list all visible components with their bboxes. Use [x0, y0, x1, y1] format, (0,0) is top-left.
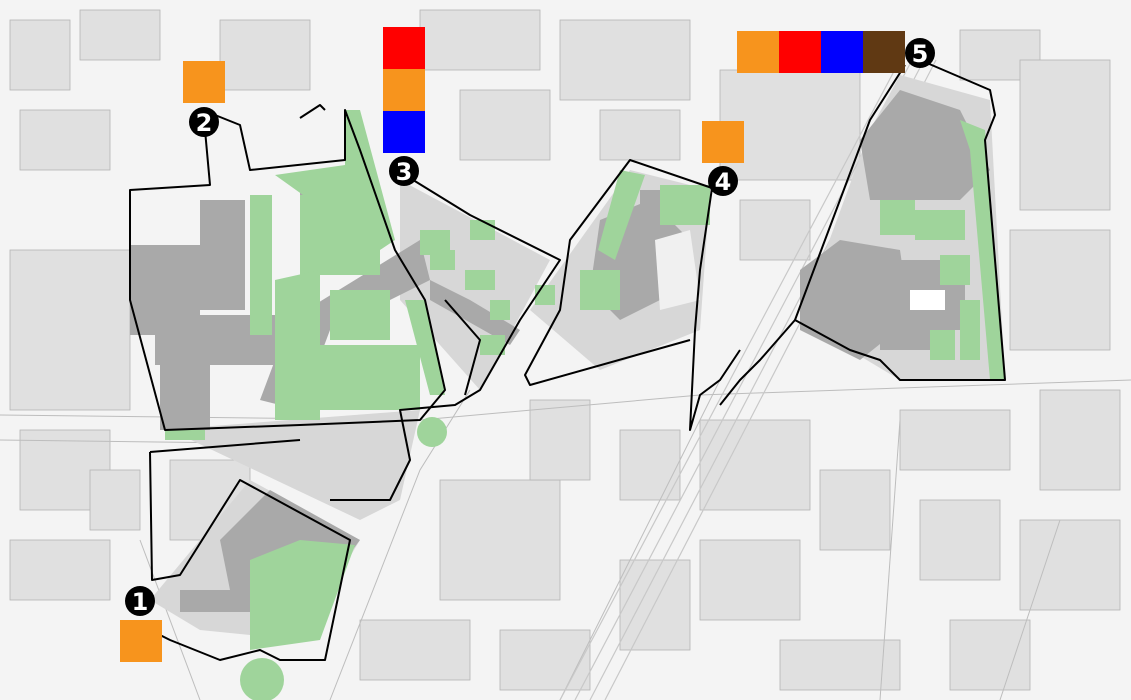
marker-1-number: 1	[132, 588, 149, 616]
green-spaces	[165, 110, 1005, 650]
boundary-north-edge	[299, 104, 326, 119]
marker-5-swatch-1	[737, 31, 779, 73]
marker-4-badge[interactable]	[708, 166, 738, 196]
marker-3-number: 3	[396, 158, 413, 186]
marker-3-swatch-1	[383, 27, 425, 69]
white-roof-2	[655, 230, 700, 310]
boundary-site-4	[524, 159, 741, 431]
marker-4-number: 4	[715, 168, 732, 196]
boundary-site-5	[794, 59, 1006, 381]
marker-2-badge[interactable]	[189, 107, 219, 137]
boundary-site-3	[330, 174, 561, 501]
roundabout-north	[417, 417, 447, 447]
marker-3-badge[interactable]	[389, 156, 419, 186]
marker-5-swatch-2	[779, 31, 821, 73]
boundary-rail-link	[719, 319, 796, 406]
boundary-site-3b	[444, 299, 481, 396]
marker-3-swatch-2	[383, 69, 425, 111]
marker-3-swatch-3	[383, 111, 425, 153]
white-roof	[910, 290, 945, 310]
marker-1-swatch-1	[120, 620, 162, 662]
roundabout-south	[240, 658, 284, 700]
marker-2-number: 2	[196, 109, 213, 137]
marker-5-swatch-3	[821, 31, 863, 73]
boundary-site-1	[149, 439, 351, 661]
marker-5-badge[interactable]	[905, 38, 935, 68]
site-boundaries	[129, 59, 1006, 661]
site-markers: 1 2 3 4 5	[120, 27, 935, 662]
marker-5-number: 5	[912, 40, 929, 68]
marker-5-swatch-4	[863, 31, 905, 73]
marker-1-badge[interactable]	[125, 586, 155, 616]
boundary-site-2	[129, 109, 446, 431]
marker-2-swatch-1	[183, 61, 225, 103]
marker-4-swatch-1	[702, 121, 744, 163]
